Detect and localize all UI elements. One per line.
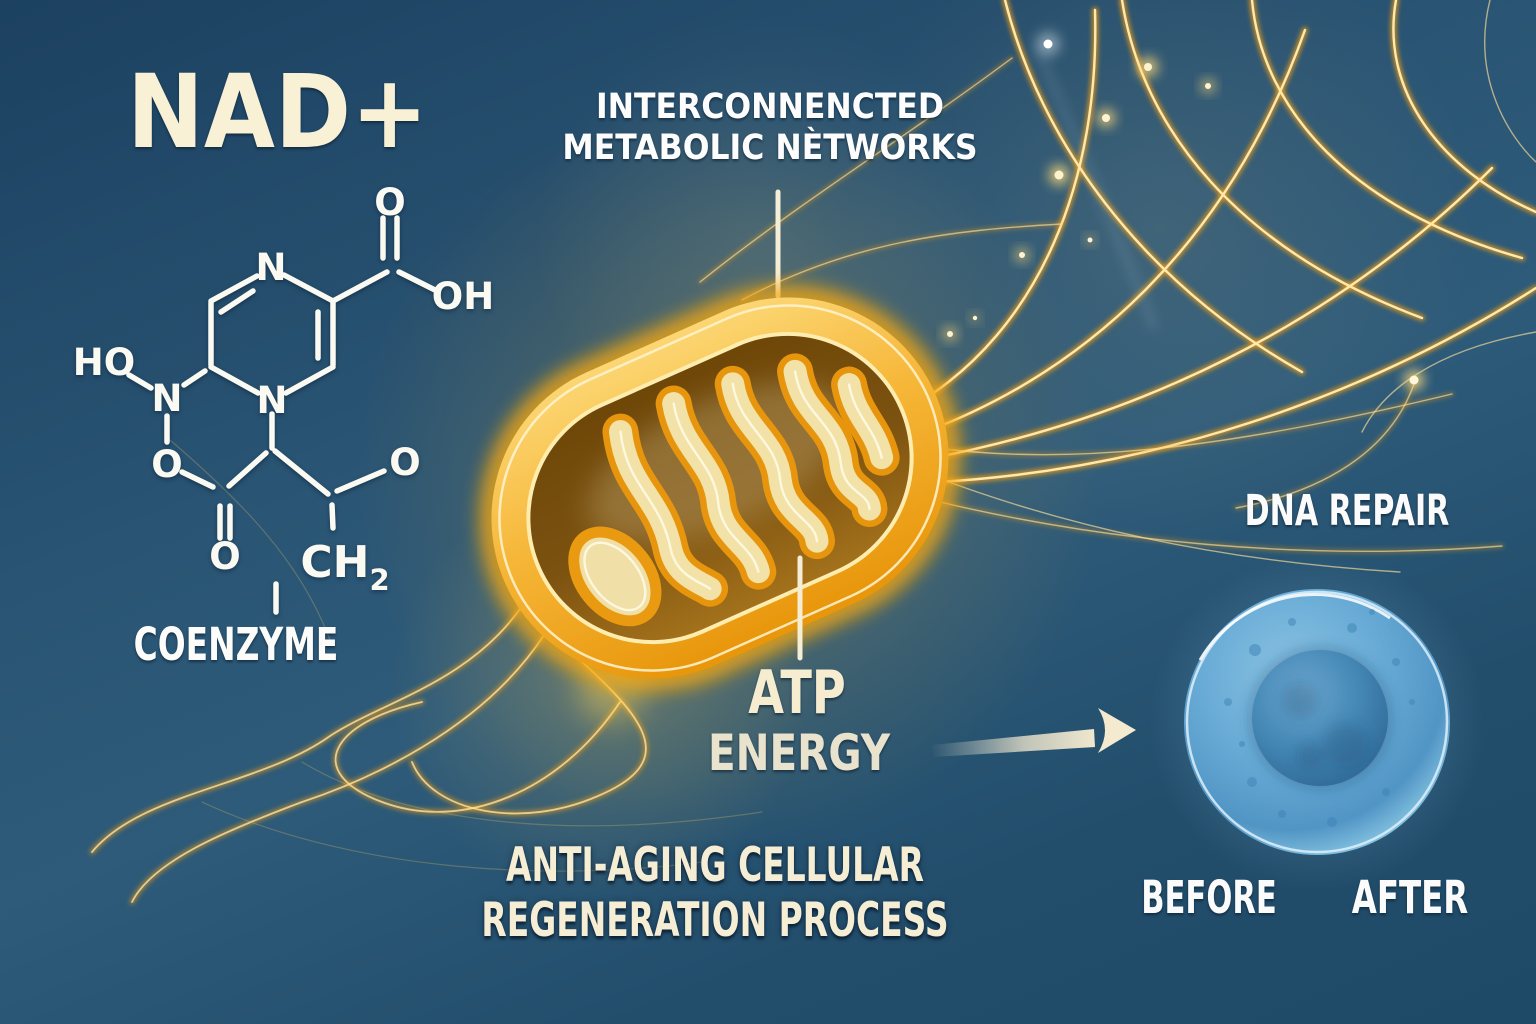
molecule-structure: N N O OH HO N O O O CH2 [73,181,494,615]
atom-label-ch2: CH2 [300,537,389,597]
blue-wisp [1034,46,1158,332]
after-label: AFTER [1351,871,1469,924]
anti-aging-caption-line1: ANTI-AGING CELLULAR [506,838,924,893]
nad-title: NAD+ [127,53,429,172]
atp-label: ATP [748,658,846,728]
atom-label-o-carboxyl: O [374,181,405,224]
anti-aging-caption-line2: REGENERATION PROCESS [481,893,949,949]
metabolic-networks-label: INTERCONNENCTED METABOLIC NÈTWORKS [539,87,1000,169]
metabolic-networks-line2: METABOLIC NÈTWORKS [562,127,978,168]
molecule-bonds [126,215,440,615]
energy-filaments [698,0,1536,573]
atom-label-o-ester: O [151,443,182,486]
anti-aging-caption: ANTI-AGING CELLULAR REGENERATION PROCESS [381,838,1048,949]
coenzyme-label: COENZYME [133,618,339,671]
atom-label-ho: HO [73,341,135,384]
before-label: BEFORE [1141,871,1277,924]
atom-label-n-amine: N [152,377,183,420]
cell-speckles [1224,609,1415,827]
metabolic-networks-line1: INTERCONNENCTED [595,87,945,127]
atom-label-oh: OH [432,275,494,318]
mitochondrion-cristae [568,353,900,627]
filament-nodes [943,32,1424,390]
atom-label-n-ring-bottom: N [257,379,288,422]
cell-illustration [1149,554,1485,890]
atom-label-n-ring-top: N [256,246,287,289]
energy-label: ENERGY [707,724,891,782]
arrow-right-icon [932,708,1136,757]
mitochondrion-illustration [479,285,961,691]
atom-label-o-ketone: O [209,535,240,578]
atom-label-o-side: O [389,441,420,484]
dna-repair-label: DNA REPAIR [1244,486,1450,536]
